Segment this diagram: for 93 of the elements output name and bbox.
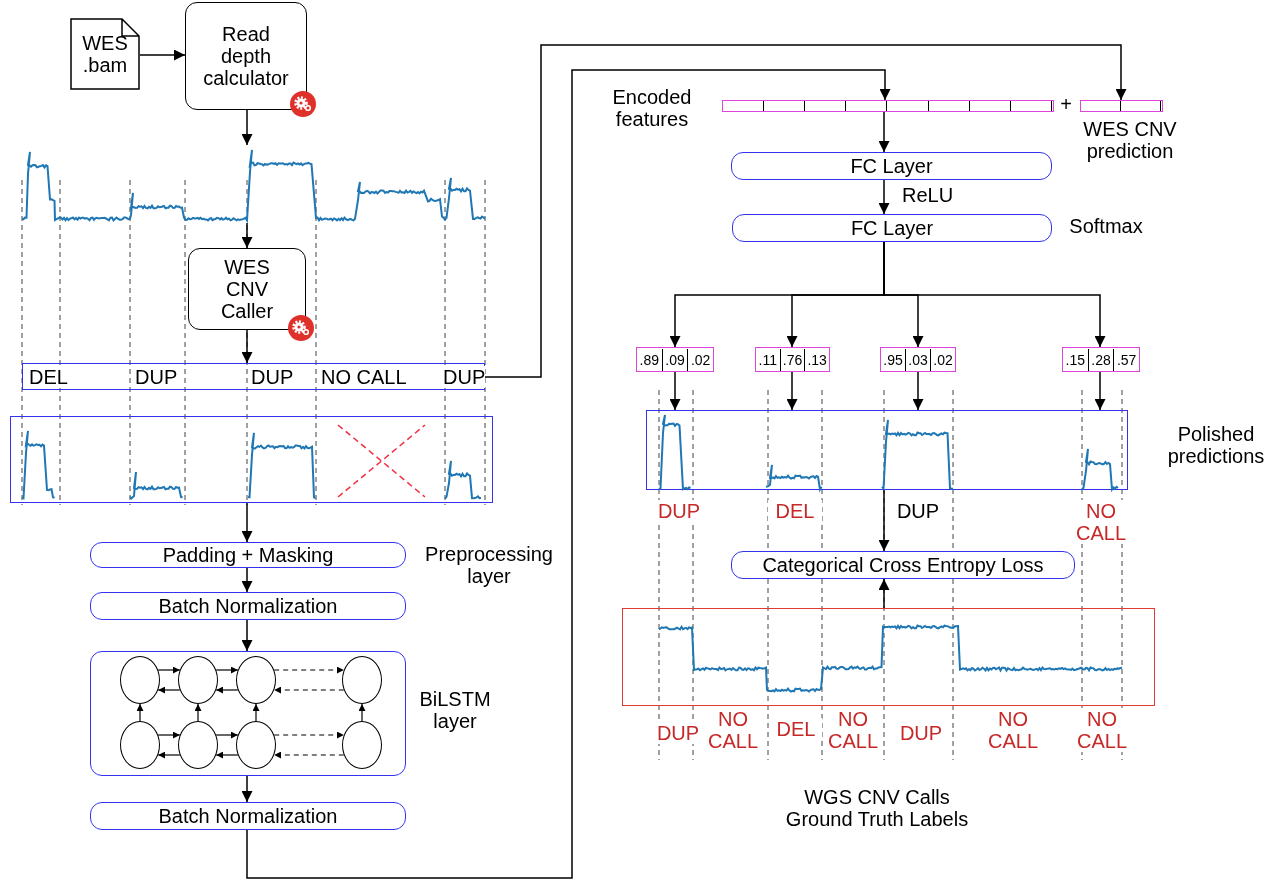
probability-value: .89 <box>638 350 661 370</box>
probability-value: .03 <box>905 348 930 371</box>
probability-value: .13 <box>804 348 829 371</box>
probability-vector <box>636 347 714 372</box>
probability-value: .57 <box>1113 348 1139 371</box>
probability-value: .02 <box>930 348 955 371</box>
probability-value: .09 <box>661 348 688 371</box>
layer-label: Categorical Cross Entropy Loss <box>762 554 1044 576</box>
lstm-cell <box>235 720 276 769</box>
call-strip <box>22 363 485 390</box>
lstm-cell <box>235 655 276 704</box>
ground-truth-plot-box <box>622 608 1155 706</box>
arrow <box>241 775 253 803</box>
arrow <box>878 578 890 609</box>
node-label: WES .bam <box>81 32 129 76</box>
probability-value: .95 <box>882 350 904 370</box>
feature-vector <box>722 100 1054 112</box>
arrow <box>215 666 239 674</box>
arrow <box>241 222 253 249</box>
arrow <box>484 44 1127 378</box>
layer-box <box>732 214 1052 242</box>
arrow <box>912 371 924 411</box>
layer-label: Batch Normalization <box>158 805 338 827</box>
arrow <box>136 703 144 722</box>
lstm-cell <box>119 720 160 769</box>
layer-box <box>731 551 1075 579</box>
arrow <box>1094 371 1106 411</box>
lstm-cell <box>177 720 218 769</box>
probability-vector <box>1062 347 1140 372</box>
side-label: WES CNV prediction <box>1082 118 1178 162</box>
arrow <box>878 179 890 215</box>
node-label: WES CNV Caller <box>219 256 275 322</box>
edge-label: ReLU <box>902 184 952 206</box>
layer-box <box>90 592 406 620</box>
arrow <box>215 731 239 739</box>
layer-label: FC Layer <box>850 155 933 177</box>
arrow <box>157 666 181 674</box>
arrow <box>246 69 891 879</box>
arrow <box>878 111 890 153</box>
arrow <box>273 751 345 759</box>
side-label: Preprocessing layer <box>424 543 554 587</box>
arrow <box>241 109 253 146</box>
probability-value: .76 <box>779 348 805 371</box>
arrow <box>669 371 681 411</box>
arrow <box>883 241 1106 348</box>
bilstm-box <box>90 651 406 776</box>
arrow <box>273 686 345 694</box>
layer-box <box>90 542 406 568</box>
feature-vector <box>1080 100 1163 112</box>
side-label: BiLSTM layer <box>418 688 492 732</box>
side-label: Softmax <box>1068 215 1144 237</box>
layer-box <box>731 152 1052 180</box>
arrow <box>215 686 239 694</box>
arrow <box>241 567 253 593</box>
side-label: Encoded features <box>611 86 693 130</box>
node-label: Read depth calculator <box>202 23 290 89</box>
side-label: Polished predictions <box>1166 423 1266 467</box>
arrow <box>273 666 345 674</box>
arrow <box>157 731 181 739</box>
probability-vector <box>880 347 956 372</box>
call-label: DEL <box>29 366 68 388</box>
arrow <box>273 731 345 739</box>
probability-vector <box>755 347 830 372</box>
call-label: DEL <box>768 500 822 522</box>
lstm-cell <box>341 655 382 704</box>
probability-value: .11 <box>757 350 779 370</box>
arrow <box>241 502 253 543</box>
arrow <box>241 619 253 652</box>
lstm-cell <box>341 720 382 769</box>
document-shape <box>70 18 140 90</box>
probability-value: .15 <box>1064 350 1087 370</box>
arrow <box>358 703 366 722</box>
arrow <box>139 49 186 61</box>
arrow <box>252 703 260 722</box>
layer-label: FC Layer <box>850 217 934 239</box>
probability-value: .28 <box>1087 348 1114 371</box>
arrow <box>241 329 253 364</box>
arrow <box>157 686 181 694</box>
arrow <box>786 371 798 411</box>
lstm-cell <box>177 655 218 704</box>
arrow <box>215 751 239 759</box>
call-label: DUP <box>443 366 486 388</box>
process-box <box>185 2 307 110</box>
layer-label: Batch Normalization <box>158 595 338 617</box>
arrow <box>194 703 202 722</box>
layer-label: Padding + Masking <box>162 544 334 566</box>
probability-value: .02 <box>687 348 713 371</box>
arrow <box>878 489 890 552</box>
layer-box <box>90 802 406 830</box>
signal-plot-box <box>10 416 493 503</box>
lstm-cell <box>119 655 160 704</box>
process-box <box>188 248 306 330</box>
arrow <box>157 751 181 759</box>
